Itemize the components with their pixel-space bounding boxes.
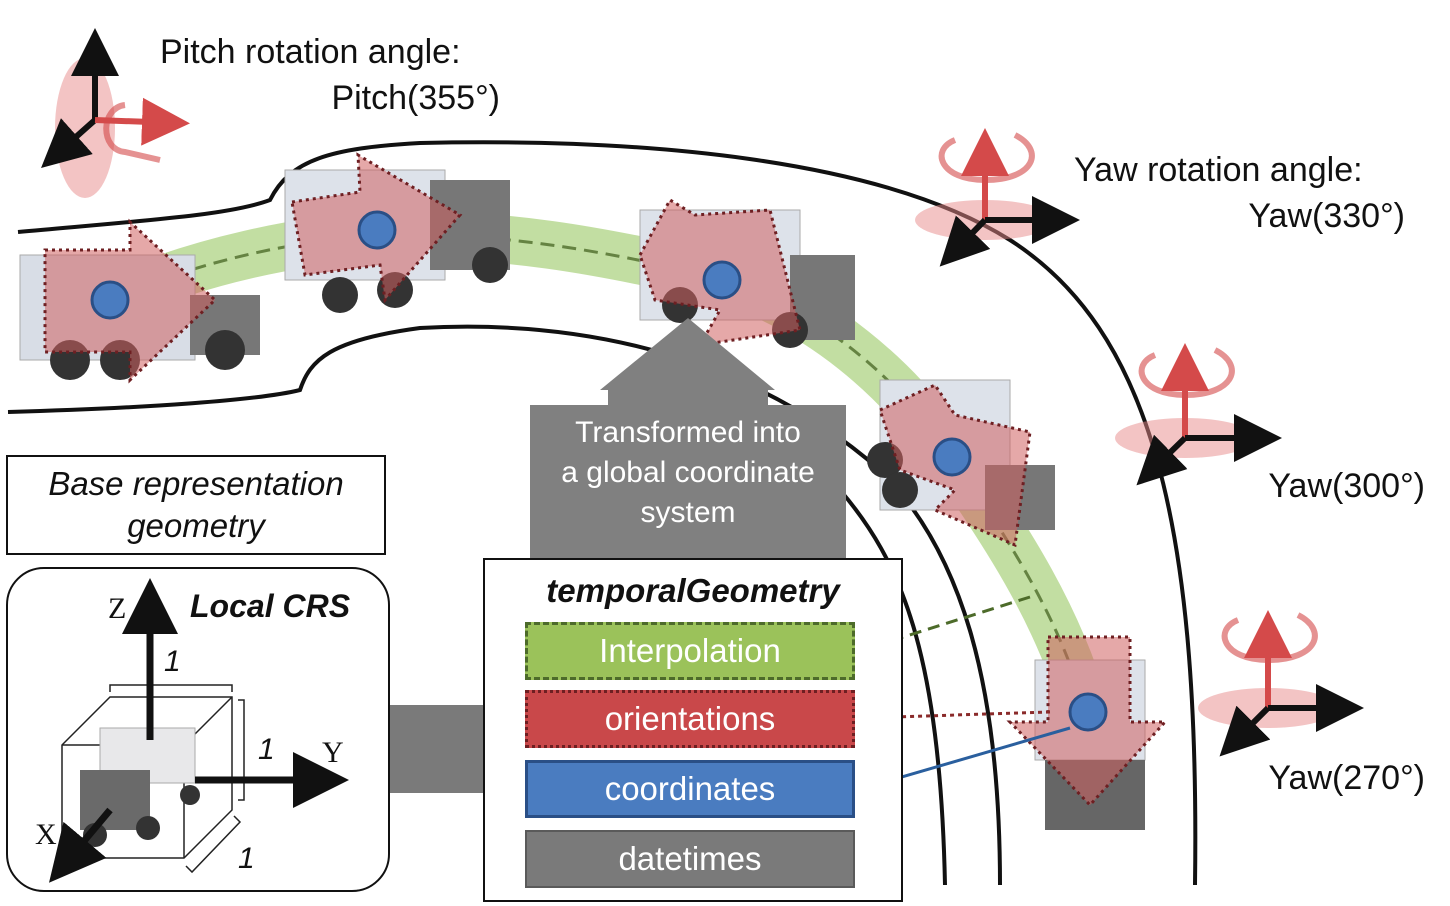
- coordinate-point-1: [90, 280, 130, 320]
- yaw-title: Yaw rotation angle:: [1074, 151, 1363, 189]
- transform-arrow-text: Transformed into a global coordinate sys…: [530, 413, 846, 533]
- coordinate-point-3: [702, 260, 742, 300]
- coordinate-points: [90, 210, 1108, 732]
- local-y-label: Y: [322, 736, 344, 769]
- local-unit-brackets: [109, 684, 245, 874]
- road-inner-lane: [838, 488, 947, 886]
- transform-arrow: [530, 318, 846, 560]
- transform-arrow-head: [608, 320, 768, 405]
- base-representation-line1: Base representation: [48, 465, 344, 502]
- local-z-label: Z: [108, 592, 127, 625]
- coordinate-point-4: [932, 437, 972, 477]
- pitch-title: Pitch rotation angle:: [160, 33, 461, 71]
- interpolation-layer: Interpolation: [525, 622, 855, 680]
- yaw-value-330: Yaw(330°): [1248, 197, 1405, 235]
- temporal-geometry-box: temporalGeometry Interpolation orientati…: [483, 558, 903, 902]
- pitch-value: Pitch(355°): [331, 79, 500, 117]
- orientation-arrow-1: [43, 218, 218, 384]
- local-unit-top: 1: [164, 645, 181, 678]
- local-unit-bottom: 1: [238, 842, 255, 875]
- base-representation-line2: geometry: [127, 507, 265, 544]
- coordinate-point-5: [1068, 692, 1108, 732]
- yaw-value-270: Yaw(270°): [1268, 759, 1425, 797]
- orientations-layer: orientations: [525, 690, 855, 748]
- yaw-axes-icon-270: [1198, 610, 1364, 757]
- local-x-axis: [49, 807, 113, 883]
- local-crs-title: Local CRS: [190, 588, 351, 624]
- yaw-value-300: Yaw(300°): [1268, 467, 1425, 505]
- local-unit-right: 1: [258, 733, 275, 766]
- coordinate-point-2: [357, 210, 397, 250]
- coordinates-layer: coordinates: [525, 760, 855, 818]
- transform-text-line3: system: [640, 496, 736, 529]
- temporal-geometry-title: temporalGeometry: [546, 572, 840, 609]
- interpolation-link: [860, 595, 1031, 653]
- yaw-axes-icon-330: [915, 128, 1080, 267]
- yaw-axes-icon-300: [1115, 343, 1282, 486]
- transform-text-line2: a global coordinate: [561, 456, 815, 489]
- base-representation-box: Base representation geometry: [6, 455, 386, 555]
- road-inner-edge: [7, 324, 1002, 886]
- pitch-axes-icon: [41, 28, 190, 198]
- local-x-label: X: [35, 818, 57, 851]
- datetimes-layer: datetimes: [525, 830, 855, 888]
- connector-bar: [386, 705, 485, 793]
- transform-text-line1: Transformed into: [575, 416, 801, 449]
